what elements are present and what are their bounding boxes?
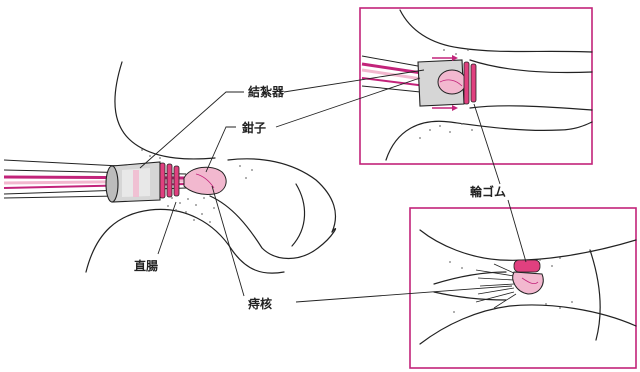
rectum-lumen-upper [228, 159, 335, 232]
label-hemorrhoid: 痔核 [248, 296, 272, 311]
rectum-lumen-lower [210, 196, 336, 259]
label-rubber-band: 輪ゴム [470, 184, 506, 199]
leader-hemorrhoid [212, 186, 244, 296]
ligator-barrel [106, 162, 160, 202]
main-illustration [4, 62, 336, 273]
hemorrhoid-main [184, 167, 226, 194]
inset-top [360, 8, 592, 164]
leader-forceps [206, 127, 236, 172]
rectum-wall-lower [86, 209, 284, 273]
rectum-fold [292, 184, 305, 246]
label-ligator: 結紮器 [248, 84, 285, 99]
leader-ligator [140, 92, 244, 168]
label-forceps: 鉗子 [242, 120, 266, 135]
label-rectum: 直腸 [134, 258, 158, 273]
rectum-wall-upper [115, 62, 215, 159]
inset-bottom [410, 208, 636, 368]
rubber-bands-main [160, 163, 179, 198]
